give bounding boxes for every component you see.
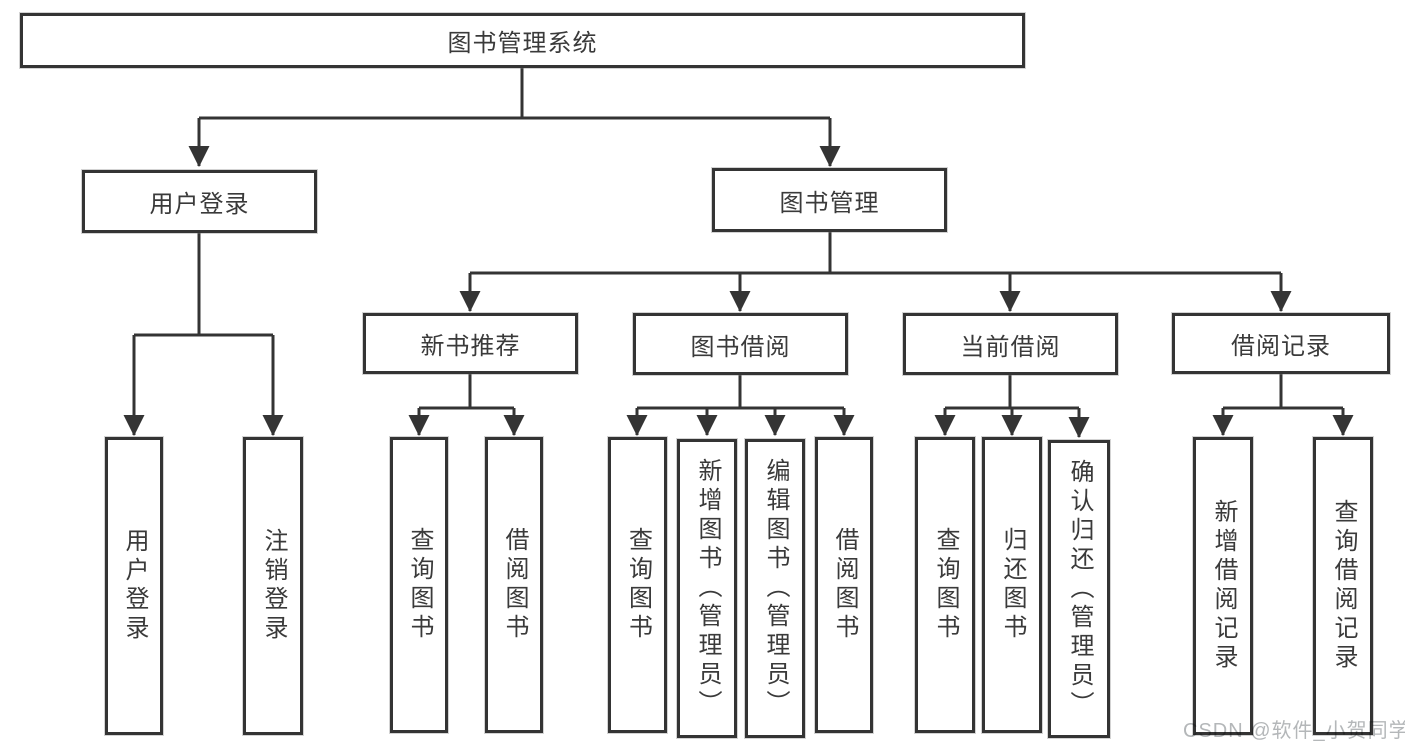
node-leaf-cb-return-book: 归还图书 [982,437,1042,733]
node-current-borrow: 当前借阅 [903,313,1118,375]
node-leaf-br-query-record: 查询借阅记录 [1313,437,1373,735]
node-leaf-bb-query-book: 查询图书 [608,437,667,733]
node-root: 图书管理系统 [20,13,1025,68]
node-leaf-bb-add-book: 新增图书（管理员） [677,439,737,738]
node-leaf-user-login: 用户登录 [105,437,163,735]
node-leaf-nbr-query-book: 查询图书 [390,437,448,733]
node-book-borrow: 图书借阅 [633,313,848,375]
node-leaf-br-add-record: 新增借阅记录 [1193,437,1253,735]
node-leaf-logout: 注销登录 [243,437,303,735]
node-borrow-record: 借阅记录 [1172,313,1390,374]
node-new-book-rec: 新书推荐 [363,313,578,374]
node-leaf-bb-edit-book: 编辑图书（管理员） [745,439,805,738]
node-leaf-cb-confirm-return: 确认归还（管理员） [1048,440,1110,738]
node-leaf-nbr-borrow-book: 借阅图书 [485,437,543,733]
node-book-mgmt: 图书管理 [712,168,947,232]
node-leaf-bb-borrow-book: 借阅图书 [815,437,873,733]
node-user-login: 用户登录 [82,170,317,233]
node-leaf-cb-query-book: 查询图书 [915,437,975,733]
csdn-watermark: CSDN @软件_小贺同学 [1183,720,1405,742]
